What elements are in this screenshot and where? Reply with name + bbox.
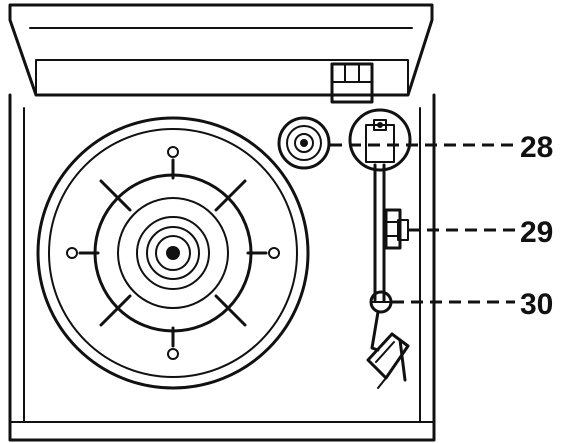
callout-label-28: 28 [520,131,553,164]
tonearm-pivot [348,108,412,172]
callout-label-30: 30 [520,288,553,321]
tonearm [369,163,393,352]
center-spindle [166,246,180,260]
headshell [366,332,410,389]
tonearm-rest [384,208,409,250]
platter [36,116,310,390]
turntable-base [8,93,436,442]
spindle-adaptor [277,116,331,170]
lid-hinge [330,62,374,104]
callout-label-29: 29 [520,216,553,249]
turntable-lid [8,3,434,97]
